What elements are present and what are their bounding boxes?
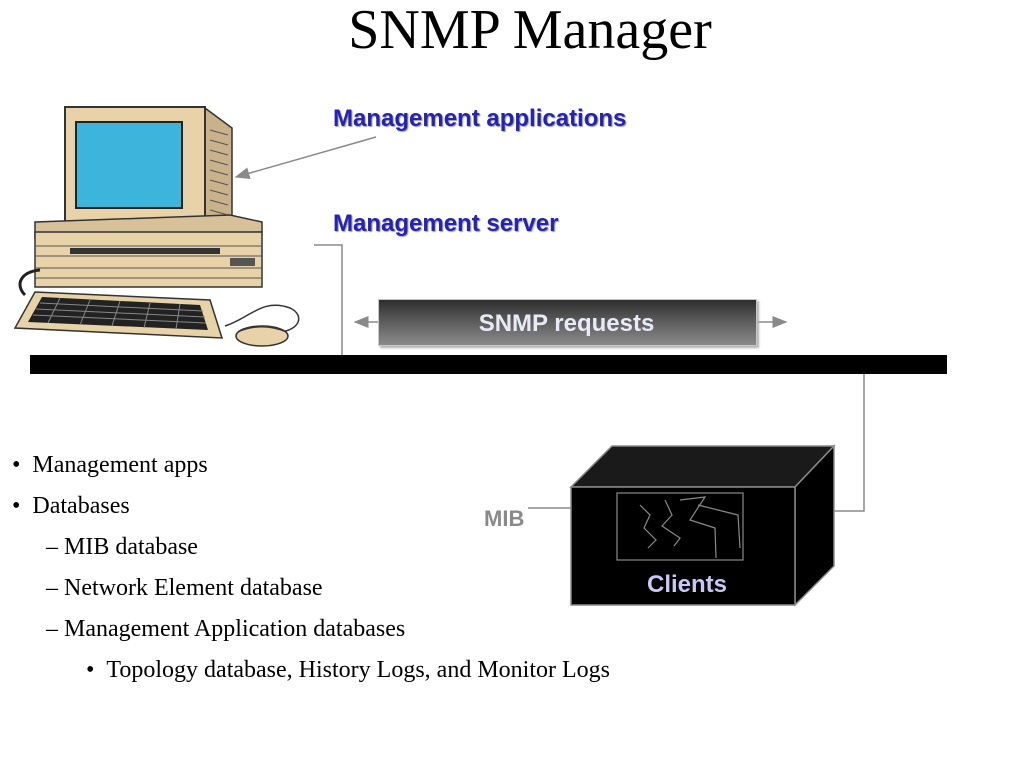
- bullet-text: Management Application databases: [64, 616, 406, 642]
- dash-marker: –: [46, 616, 58, 642]
- sub-sub-item-logs: • Topology database, History Logs, and M…: [86, 657, 610, 684]
- bullet-item-management-apps: • Management apps: [12, 452, 208, 479]
- bullet-item-databases: • Databases: [12, 493, 130, 520]
- management-server-label: Management server: [333, 210, 559, 237]
- bullet-marker: •: [12, 493, 21, 519]
- bullet-text: Management apps: [32, 452, 208, 478]
- sub-item-network-element-database: – Network Element database: [46, 575, 323, 602]
- page-title: SNMP Manager: [348, 0, 712, 61]
- management-applications-label: Management applications: [333, 105, 627, 132]
- mib-tree-icon: [639, 496, 741, 559]
- bullet-marker: •: [12, 452, 21, 478]
- client-connector-line: [833, 374, 865, 512]
- snmp-requests-bar: [378, 299, 757, 346]
- network-backbone: [30, 355, 947, 374]
- clients-label: Clients: [647, 571, 728, 598]
- dash-marker: –: [46, 534, 58, 560]
- bullet-text: Databases: [32, 493, 130, 519]
- bullet-marker: •: [86, 657, 95, 683]
- mib-label: MIB: [484, 506, 525, 531]
- apps-pointer-line: [234, 136, 377, 180]
- sub-item-management-application-databases: – Management Application databases: [46, 616, 405, 643]
- bullet-text: Topology database, History Logs, and Mon…: [106, 657, 610, 683]
- dash-marker: –: [46, 575, 58, 601]
- bullet-text: MIB database: [64, 534, 198, 560]
- snmp-requests-label: SNMP requests: [478, 310, 655, 337]
- bullet-text: Network Element database: [64, 575, 323, 601]
- server-connector-line: [314, 244, 343, 355]
- sub-item-mib-database: – MIB database: [46, 534, 198, 561]
